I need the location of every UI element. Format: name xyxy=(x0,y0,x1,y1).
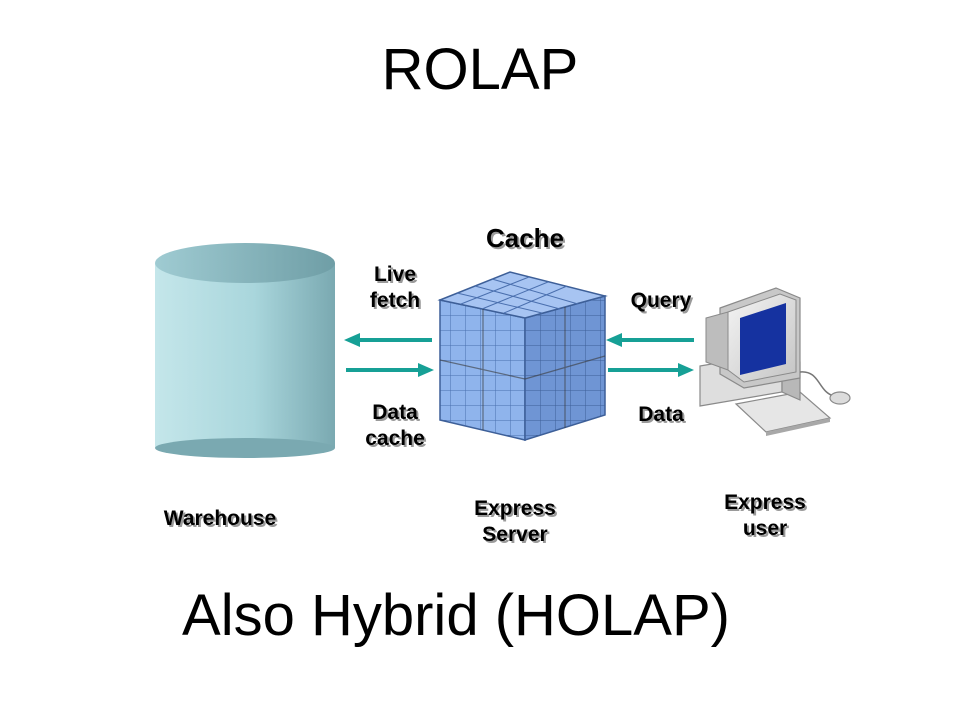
data-cube-icon xyxy=(437,271,608,442)
express-user-label-line-1: Express xyxy=(724,491,806,514)
query-label: Query xyxy=(630,289,692,312)
express-user-label: Express user xyxy=(690,490,840,541)
data-cache-label: Data cache xyxy=(330,400,460,451)
data-cache-label-line-2: cache xyxy=(365,426,425,450)
arrow-live-fetch xyxy=(344,333,432,347)
live-fetch-label-line-2: fetch xyxy=(369,288,421,312)
cache-label: Cache xyxy=(485,223,565,253)
slide-title: ROLAP xyxy=(381,37,579,102)
warehouse-label: Warehouse xyxy=(163,507,277,530)
express-server-label: Express Server xyxy=(440,496,590,547)
live-fetch-label-line-1: Live xyxy=(373,263,417,286)
express-user-label-line-2: user xyxy=(742,516,788,540)
database-cylinder-icon xyxy=(155,243,335,458)
slide-subtitle: Also Hybrid (HOLAP) xyxy=(182,583,730,648)
arrow-data xyxy=(608,363,694,377)
express-server-label-line-2: Server xyxy=(482,522,548,546)
live-fetch-label: Live fetch xyxy=(330,262,460,313)
data-cache-label-line-1: Data xyxy=(372,401,418,424)
arrow-query xyxy=(606,333,694,347)
express-server-label-line-1: Express xyxy=(474,497,556,520)
desktop-computer-icon xyxy=(699,287,851,436)
arrow-data-cache xyxy=(346,363,434,377)
data-label: Data xyxy=(638,403,684,426)
